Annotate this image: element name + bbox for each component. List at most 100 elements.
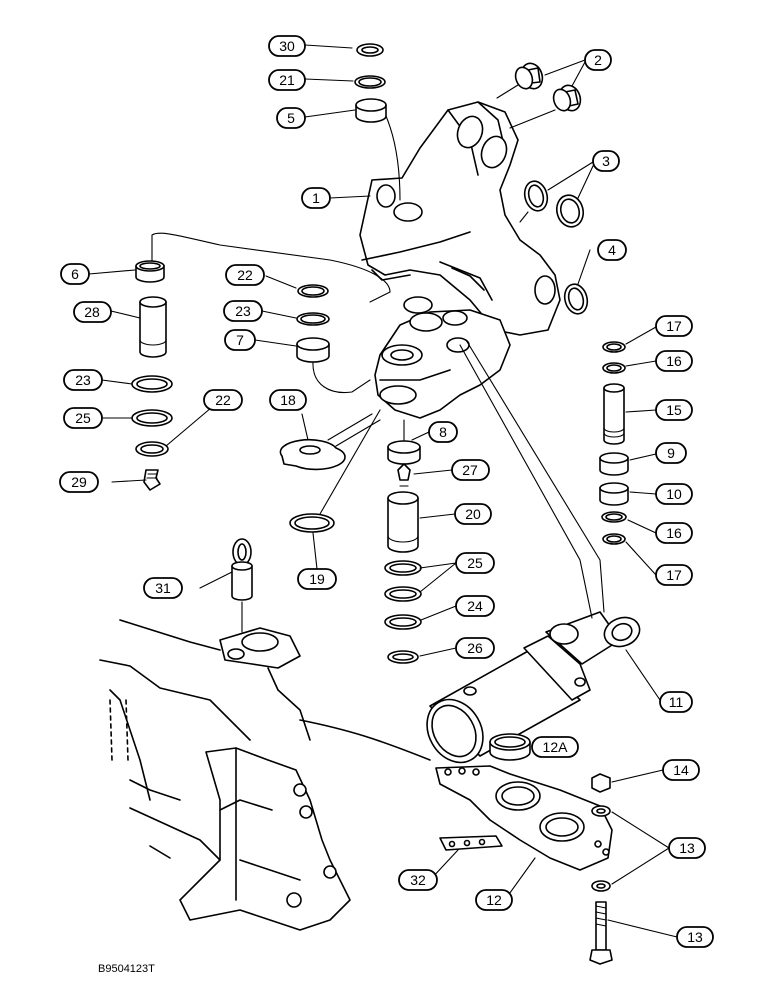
figure-id: B9504123T [98,963,155,975]
callout-24a: 23 [223,300,263,322]
link-plate-12 [435,765,613,871]
callout-25: 24 [455,595,495,617]
callout-16: 15 [655,399,693,421]
svg-text:1: 1 [312,190,320,206]
callout-15: 14 [662,759,700,781]
svg-text:3: 3 [602,153,610,169]
seal-pair-3 [519,180,585,228]
right-pin-stack [599,341,629,545]
svg-text:21: 21 [279,72,295,88]
callout-26a: 25 [63,407,103,429]
fastener-stack [589,773,613,965]
svg-text:30: 30 [279,38,295,54]
callout-6: 6 [60,263,90,285]
svg-text:12: 12 [486,892,502,908]
swing-tower-casting [359,101,561,336]
parts-31-22-5 [354,43,401,201]
callout-22: 21 [268,69,306,91]
callout-2: 2 [584,49,612,71]
svg-text:32: 32 [410,872,426,888]
svg-text:12A: 12A [543,739,569,755]
svg-text:13: 13 [679,840,695,856]
svg-text:24: 24 [467,598,483,614]
washer-19 [279,413,381,471]
callout-23b: 22 [203,389,243,411]
callout-5: 5 [276,107,306,129]
callout-19: 18 [269,389,307,411]
svg-text:22: 22 [215,392,231,408]
svg-text:14: 14 [673,762,689,778]
seal-4 [563,283,589,315]
callout-26b: 25 [455,552,495,574]
callout-29: 28 [73,301,112,323]
svg-text:23: 23 [75,372,91,388]
callout-31: 30 [268,35,306,57]
left-washer-stack [131,375,173,491]
svg-text:23: 23 [235,303,251,319]
swing-cylinder-11 [426,339,641,764]
callout-4: 4 [597,239,627,261]
svg-text:22: 22 [237,267,253,283]
svg-text:10: 10 [666,486,682,502]
svg-text:25: 25 [467,555,483,571]
svg-text:2: 2 [594,52,602,68]
bushing-12a [489,733,531,761]
svg-text:16: 16 [666,353,682,369]
grease-fitting-28 [397,463,411,487]
svg-text:18: 18 [280,392,296,408]
svg-text:4: 4 [608,242,616,258]
pin-29 [139,296,167,358]
svg-text:29: 29 [71,474,87,490]
svg-text:20: 20 [465,506,481,522]
svg-text:9: 9 [667,445,675,461]
callout-30: 29 [59,471,99,493]
callout-13: 13 [676,926,714,948]
callout-27: 26 [455,637,495,659]
svg-text:7: 7 [236,332,244,348]
callout-17a: 16 [655,350,693,372]
svg-text:28: 28 [84,304,100,320]
callout-33: 32 [398,869,438,891]
svg-text:17: 17 [666,318,682,334]
svg-text:17: 17 [666,567,682,583]
lower-washer-stack [384,560,422,664]
svg-text:16: 16 [666,525,682,541]
callout-28: 27 [451,459,490,481]
callout-3: 3 [592,150,620,172]
svg-text:6: 6 [71,266,79,282]
washer-20 [289,409,381,533]
callouts: 30 21 5 2 1 3 4 6 22 28 23 7 17 16 23 18… [59,35,714,948]
callout-12: 12 [475,889,513,911]
lifting-eye-32 [231,538,253,633]
bushing-pair-2 [496,62,582,129]
svg-text:5: 5 [287,110,295,126]
svg-text:25: 25 [75,410,91,426]
bushing-8 [387,419,421,465]
callout-10: 10 [655,483,693,505]
callout-17b: 16 [655,522,693,544]
callout-12a: 12A [531,736,579,758]
svg-text:8: 8 [439,424,447,440]
svg-text:11: 11 [669,694,684,710]
bushing-6 [135,232,391,303]
callout-1: 1 [301,187,331,209]
svg-text:15: 15 [666,402,682,418]
svg-text:26: 26 [467,640,483,656]
callout-20: 19 [297,568,337,590]
callout-18b: 17 [655,564,693,586]
callout-21: 20 [454,503,492,525]
callout-32: 31 [143,577,183,599]
swing-frame-lower [374,296,511,419]
middle-washer-stack [296,284,371,394]
callout-7: 7 [224,329,256,351]
pin-21 [387,491,419,553]
shim-33 [439,835,503,851]
callout-14: 13 [668,837,706,859]
callout-18a: 17 [655,315,693,337]
callout-13-text: 13 [687,929,703,945]
callout-9: 9 [655,442,687,464]
callout-23a: 22 [225,264,265,286]
callout-24b: 23 [63,369,103,391]
